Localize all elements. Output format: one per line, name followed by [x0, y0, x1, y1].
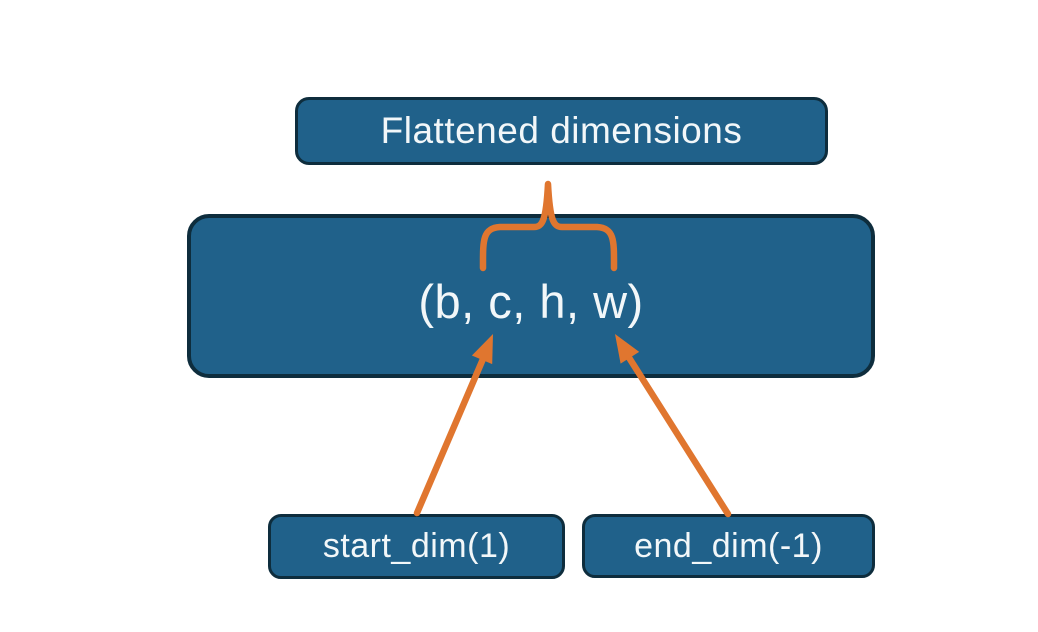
tensor-shape-label: (b, c, h, w) [418, 274, 644, 328]
start-dim-box: start_dim(1) [268, 514, 565, 579]
tensor-shape-box: (b, c, h, w) [187, 214, 875, 378]
flattened-dimensions-box: Flattened dimensions [295, 97, 828, 165]
end-dim-label: end_dim(-1) [634, 526, 823, 565]
end-dim-box: end_dim(-1) [582, 514, 875, 578]
start-dim-label: start_dim(1) [322, 527, 511, 565]
flattened-dimensions-label: Flattened dimensions [380, 110, 743, 151]
